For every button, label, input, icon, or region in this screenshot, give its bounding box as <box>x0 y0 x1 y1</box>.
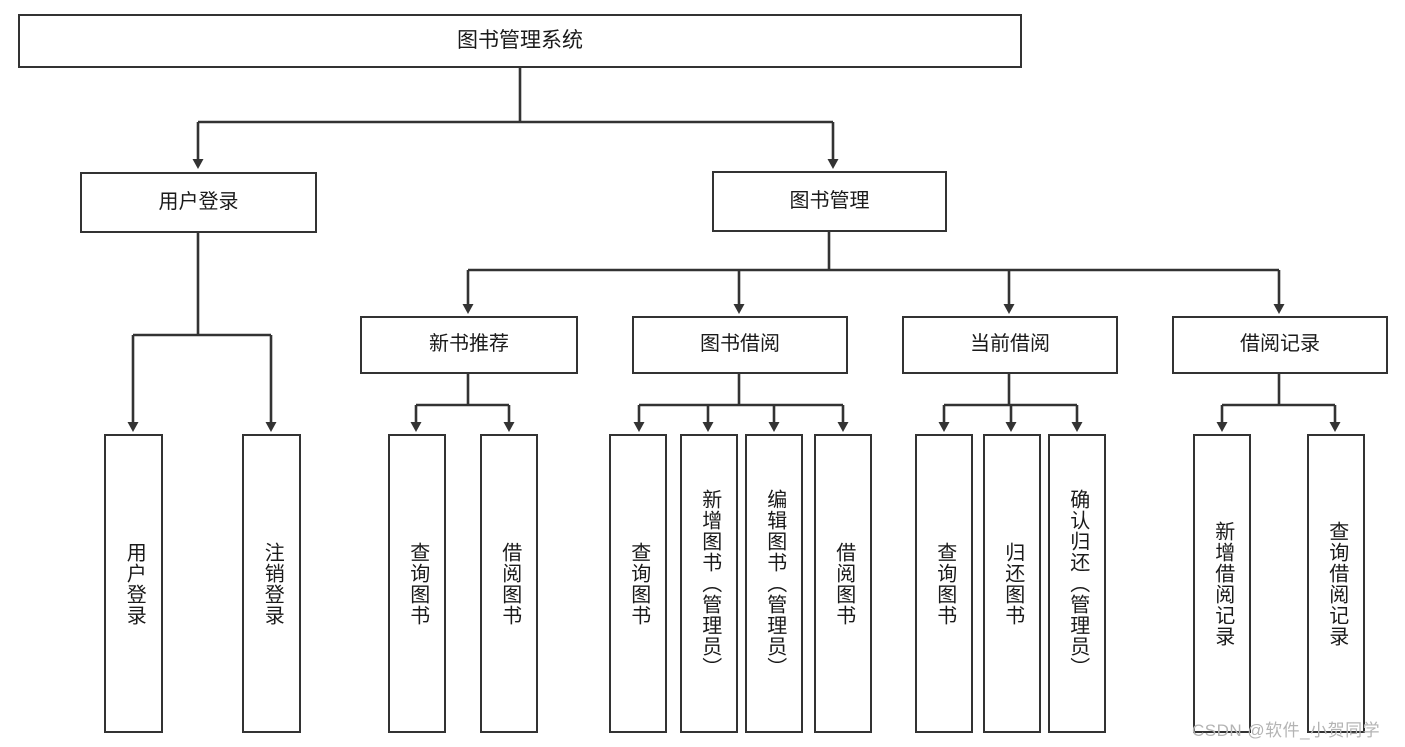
node-leaf-user-login[interactable]: 用户登录 <box>104 434 163 733</box>
watermark-text: CSDN @软件_小贺同学 <box>1192 721 1381 740</box>
node-leaf-query-book-current-label: 查询图书 <box>933 541 956 626</box>
node-leaf-add-book-admin-label: 新增图书（管理员） <box>698 489 721 678</box>
node-leaf-query-borrow-record-label: 查询借阅记录 <box>1325 520 1348 647</box>
node-leaf-query-borrow-record[interactable]: 查询借阅记录 <box>1307 434 1365 733</box>
node-leaf-query-book-recommend[interactable]: 查询图书 <box>388 434 446 733</box>
node-leaf-logout-label: 注销登录 <box>261 541 284 626</box>
node-current-borrow[interactable]: 当前借阅 <box>902 316 1118 374</box>
node-leaf-query-book-current[interactable]: 查询图书 <box>915 434 973 733</box>
node-leaf-query-book-recommend-label: 查询图书 <box>406 541 429 626</box>
node-new-book-recommendation[interactable]: 新书推荐 <box>360 316 578 374</box>
node-user-login[interactable]: 用户登录 <box>80 172 317 233</box>
node-leaf-return-book-label: 归还图书 <box>1001 541 1024 626</box>
node-leaf-borrow-book[interactable]: 借阅图书 <box>814 434 872 733</box>
node-leaf-logout[interactable]: 注销登录 <box>242 434 301 733</box>
node-book-management[interactable]: 图书管理 <box>712 171 947 232</box>
node-leaf-query-book-borrow-label: 查询图书 <box>627 541 650 626</box>
node-root[interactable]: 图书管理系统 <box>18 14 1022 68</box>
node-book-management-label: 图书管理 <box>789 189 870 212</box>
node-leaf-borrow-book-recommend[interactable]: 借阅图书 <box>480 434 538 733</box>
node-root-label: 图书管理系统 <box>457 28 583 52</box>
node-current-borrow-label: 当前借阅 <box>970 333 1050 356</box>
node-book-borrow[interactable]: 图书借阅 <box>632 316 848 374</box>
node-leaf-query-book-borrow[interactable]: 查询图书 <box>609 434 667 733</box>
node-book-borrow-label: 图书借阅 <box>700 333 780 356</box>
node-leaf-add-borrow-record-label: 新增借阅记录 <box>1211 520 1234 647</box>
node-leaf-borrow-book-label: 借阅图书 <box>832 541 855 626</box>
node-leaf-borrow-book-recommend-label: 借阅图书 <box>498 541 521 626</box>
node-leaf-edit-book-admin-label: 编辑图书（管理员） <box>763 489 786 678</box>
node-leaf-confirm-return-admin-label: 确认归还（管理员） <box>1066 489 1089 678</box>
node-leaf-return-book[interactable]: 归还图书 <box>983 434 1041 733</box>
node-leaf-add-book-admin[interactable]: 新增图书（管理员） <box>680 434 738 733</box>
node-borrow-records[interactable]: 借阅记录 <box>1172 316 1388 374</box>
node-leaf-confirm-return-admin[interactable]: 确认归还（管理员） <box>1048 434 1106 733</box>
node-leaf-edit-book-admin[interactable]: 编辑图书（管理员） <box>745 434 803 733</box>
node-borrow-records-label: 借阅记录 <box>1240 333 1320 356</box>
node-user-login-label: 用户登录 <box>158 190 239 213</box>
node-leaf-user-login-label: 用户登录 <box>123 541 146 626</box>
node-new-book-recommendation-label: 新书推荐 <box>429 333 509 356</box>
node-leaf-add-borrow-record[interactable]: 新增借阅记录 <box>1193 434 1251 733</box>
